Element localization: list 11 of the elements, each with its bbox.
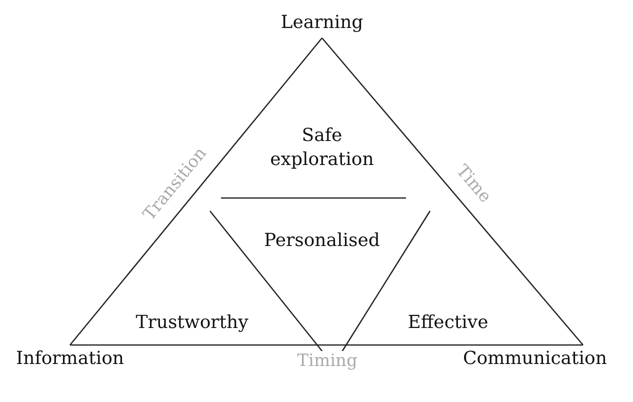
triangle-side xyxy=(70,344,583,346)
corner-label: Learning xyxy=(272,8,372,38)
triangle-side xyxy=(70,38,322,346)
corner-label: Communication xyxy=(444,345,626,373)
region-label: Personalised xyxy=(263,229,381,253)
edge-label: Timing xyxy=(295,350,360,371)
region-label: Safe exploration xyxy=(269,124,375,172)
region-label: Effective xyxy=(406,311,490,335)
region-label: Trustworthy xyxy=(134,311,250,335)
triangle-side xyxy=(322,38,584,346)
corner-label: Information xyxy=(8,345,132,373)
